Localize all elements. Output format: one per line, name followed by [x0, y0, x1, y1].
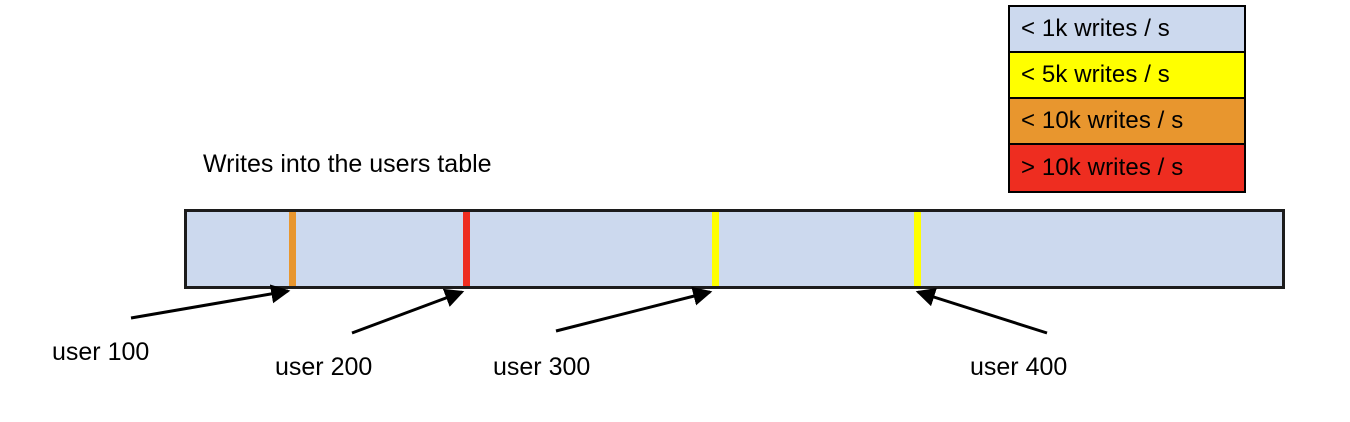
callout-arrow-4	[915, 287, 1048, 335]
legend-row-label: < 10k writes / s	[1021, 107, 1184, 134]
user-100-stripe[interactable]	[289, 212, 296, 286]
user-label-4: user 400	[970, 353, 1068, 381]
legend-row-2[interactable]: < 5k writes / s	[1010, 53, 1244, 99]
callout-arrow-3	[555, 286, 713, 333]
user-label-2: user 200	[275, 353, 373, 381]
callout-arrow-2	[351, 288, 465, 335]
page-title: Writes into the users table	[203, 150, 492, 178]
legend-row-label: < 5k writes / s	[1021, 61, 1170, 88]
user-300-stripe[interactable]	[712, 212, 719, 286]
legend-row-4[interactable]: > 10k writes / s	[1010, 145, 1244, 191]
user-label-3: user 300	[493, 353, 591, 381]
user-label-1: user 100	[52, 338, 150, 366]
legend: < 1k writes / s < 5k writes / s < 10k writ…	[1008, 5, 1246, 193]
user-200-stripe[interactable]	[463, 212, 470, 286]
legend-row-1[interactable]: < 1k writes / s	[1010, 7, 1244, 53]
legend-row-3[interactable]: < 10k writes / s	[1010, 99, 1244, 145]
legend-row-label: < 1k writes / s	[1021, 15, 1170, 42]
legend-row-label: > 10k writes / s	[1021, 154, 1184, 181]
callout-arrow-1	[130, 284, 291, 320]
users-table-range-bar	[184, 209, 1285, 289]
user-400-stripe[interactable]	[914, 212, 921, 286]
